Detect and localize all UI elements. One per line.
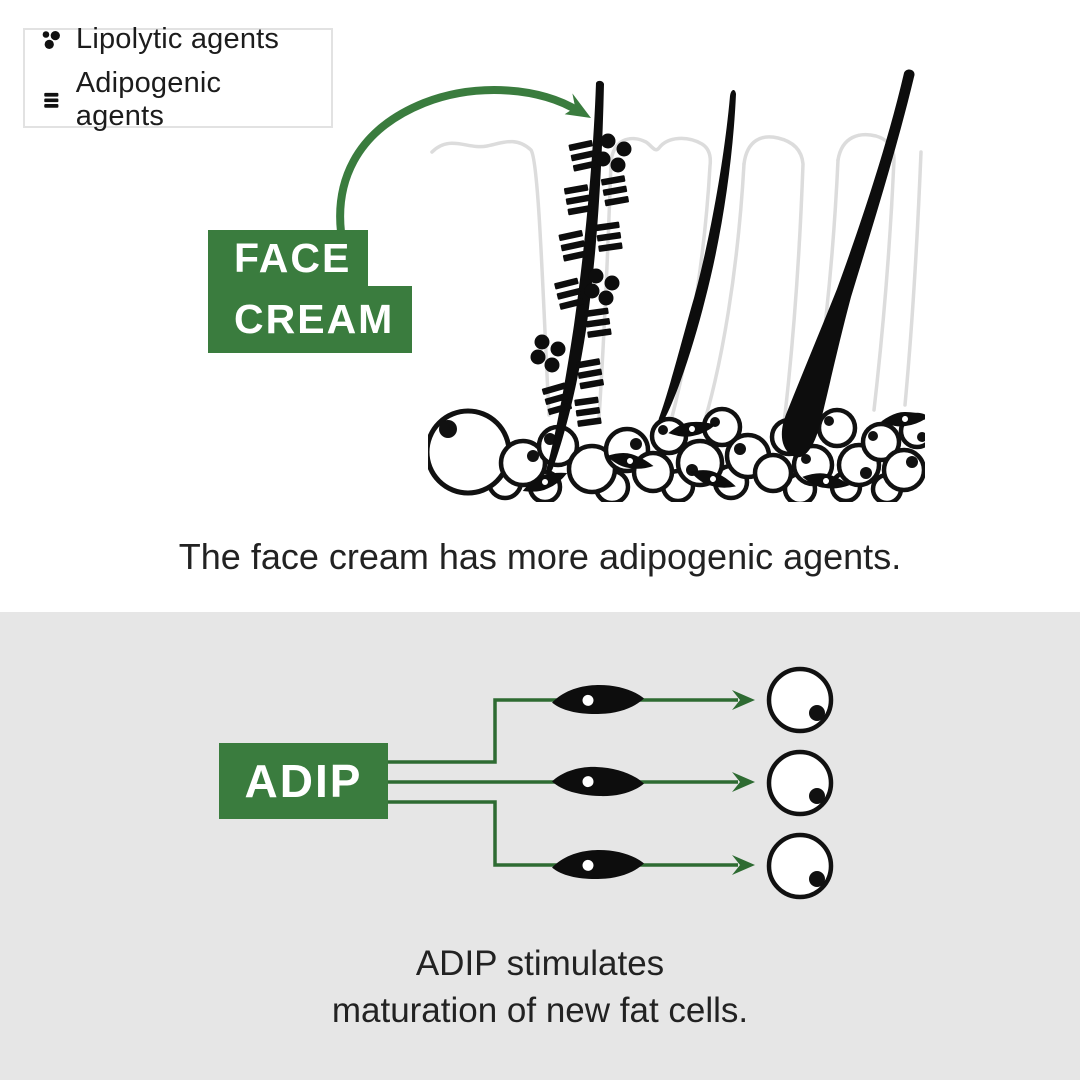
caption-bottom: ADIP stimulates maturation of new fat ce…: [0, 940, 1080, 1034]
skin-illustration: [336, 69, 925, 502]
cell-nuclei: [439, 416, 925, 479]
branch-arrowheads: [732, 690, 755, 875]
mature-fat-cell: [766, 832, 834, 900]
adipogenic-agent-marks: [541, 139, 630, 427]
face-cream-arrow: [336, 86, 591, 236]
spindle-cell: [552, 685, 644, 714]
face-cream-label: FACE CREAM: [208, 230, 412, 353]
adip-diagram: [388, 666, 834, 900]
fat-cell-large: [428, 408, 512, 496]
arrowhead-icon: [732, 690, 755, 710]
legend-item-adipogenic: Adipogenic agents: [41, 67, 315, 133]
fat-cell: [816, 407, 858, 449]
arrowhead-icon: [732, 772, 755, 792]
legend-label-adipogenic: Adipogenic agents: [75, 67, 222, 132]
mature-fat-cell: [766, 666, 834, 734]
caption-top: The face cream has more adipogenic agent…: [178, 536, 902, 577]
legend-label-lipolytic: Lipolytic agents: [76, 23, 280, 55]
caption-bottom-line1: ADIP stimulates: [415, 944, 665, 983]
adip-panel: [0, 612, 1080, 1080]
face-cream-label-line1: FACE: [208, 230, 368, 286]
legend-item-lipolytic: Lipolytic agents: [41, 23, 315, 56]
lipolytic-dots-icon: [42, 30, 60, 49]
mature-fat-cell: [766, 749, 834, 817]
spindle-cells: [551, 685, 644, 879]
arrowhead-icon: [564, 93, 591, 118]
lipolytic-agent-marks: [530, 133, 632, 373]
spindle-cells-in-skin: [522, 412, 925, 492]
spindle-cell: [552, 850, 644, 879]
caption-bottom-line2: maturation of new fat cells.: [331, 991, 749, 1030]
face-cream-label-line2: CREAM: [208, 286, 412, 353]
hair-3: [781, 69, 915, 458]
spindle-cell: [551, 766, 644, 797]
mature-fat-cells: [766, 666, 834, 900]
hair-2: [658, 90, 736, 424]
adipogenic-bars-icon: [44, 92, 59, 108]
fat-cell: [881, 447, 925, 493]
adip-label-text: ADIP: [244, 755, 363, 807]
fat-cell-layer: [428, 406, 925, 502]
legend-box: Lipolytic agents Adipogenic agents: [23, 23, 333, 132]
adip-label-box: ADIP: [219, 743, 388, 819]
fat-cell: [752, 452, 794, 494]
fat-cell-nuclei: [809, 705, 825, 887]
arrowhead-icon: [732, 855, 755, 875]
